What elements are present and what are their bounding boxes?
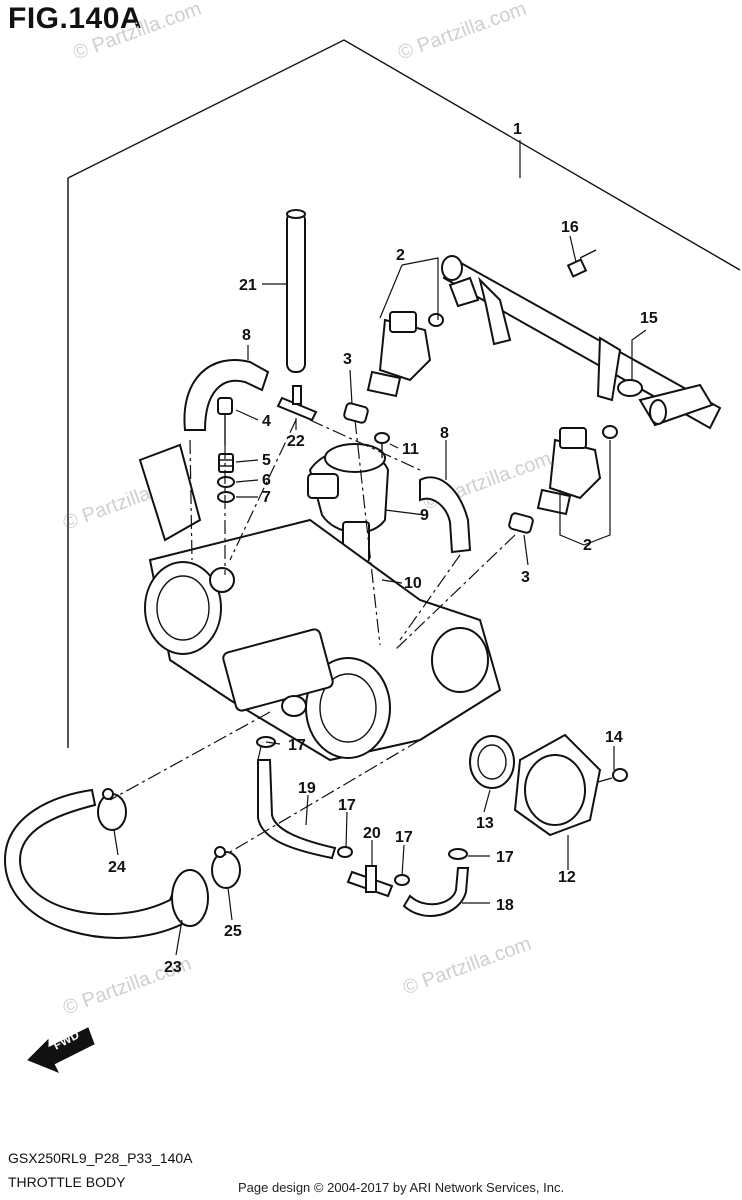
callout-17: 17 [288,737,306,754]
copyright-notice: Page design © 2004-2017 by ARI Network S… [238,1180,565,1195]
spring-5 [218,453,234,473]
callout-11: 11 [402,441,419,458]
hose-8-right [419,476,472,554]
throttle-body-main [144,518,502,762]
fuel-rail [441,255,722,430]
clamp-25 [211,846,241,889]
callout-22: 22 [287,433,305,450]
clamp-17-b [337,846,353,858]
idle-control-12 [513,733,602,837]
callout-1: 1 [513,121,522,138]
callout-17: 17 [338,797,356,814]
callout-5: 5 [262,452,271,469]
coupler-13 [469,735,515,789]
callout-23: 23 [164,959,182,976]
callout-21: 21 [239,277,257,294]
callout-24: 24 [108,859,126,876]
callout-19: 19 [298,780,316,797]
callout-15: 15 [640,310,658,327]
fuel-rail-fitting [448,276,643,397]
clamp-17-d [448,848,468,860]
callout-16: 16 [561,219,579,236]
hose-8-left [183,359,270,431]
figure-code: GSX250RL9_P28_P33_140A [8,1150,193,1166]
callout-12: 12 [558,869,576,886]
callout-9: 9 [420,507,429,524]
hose-21 [286,209,306,373]
callout-8: 8 [440,425,449,442]
callout-2: 2 [396,247,405,264]
clamp-24 [97,788,127,831]
joint-22 [276,385,318,422]
callout-8: 8 [242,327,251,344]
washer-6 [217,476,235,488]
callout-18: 18 [496,897,514,914]
callout-4: 4 [262,413,271,430]
screw-14 [597,768,628,783]
assembly-frame [67,39,741,271]
callout-10: 10 [404,575,422,592]
callout-25: 25 [224,923,242,940]
callout-17: 17 [395,829,413,846]
hose-19 [257,759,337,860]
callouts: 1 2 2 3 3 4 5 6 7 8 8 9 10 11 12 13 14 1… [108,121,658,976]
o-ring-7 [217,491,235,503]
callout-2: 2 [583,537,592,554]
screw-11 [374,432,390,458]
joint-20 [346,865,394,898]
callout-14: 14 [605,729,623,746]
callout-3: 3 [521,569,530,586]
screw-16 [566,249,597,278]
fuel-injector-upper [366,311,444,398]
section-title: THROTTLE BODY [8,1174,126,1190]
callout-13: 13 [476,815,494,832]
injector-cushion-upper [343,402,369,424]
figure-title: FIG.140A [8,2,143,35]
injector-cushion-lower [508,512,534,534]
callout-20: 20 [363,825,381,842]
clamp-17-c [394,874,410,886]
callout-7: 7 [262,489,271,506]
fwd-arrow: FWD [27,1027,95,1073]
adjust-screw-4 [217,397,233,445]
callout-6: 6 [262,472,271,489]
leader-lines [109,140,647,956]
fuel-injector-lower [536,425,618,516]
hose-18 [402,867,470,917]
callout-17: 17 [496,849,514,866]
callout-3: 3 [343,351,352,368]
throttle-bracket [138,443,202,542]
